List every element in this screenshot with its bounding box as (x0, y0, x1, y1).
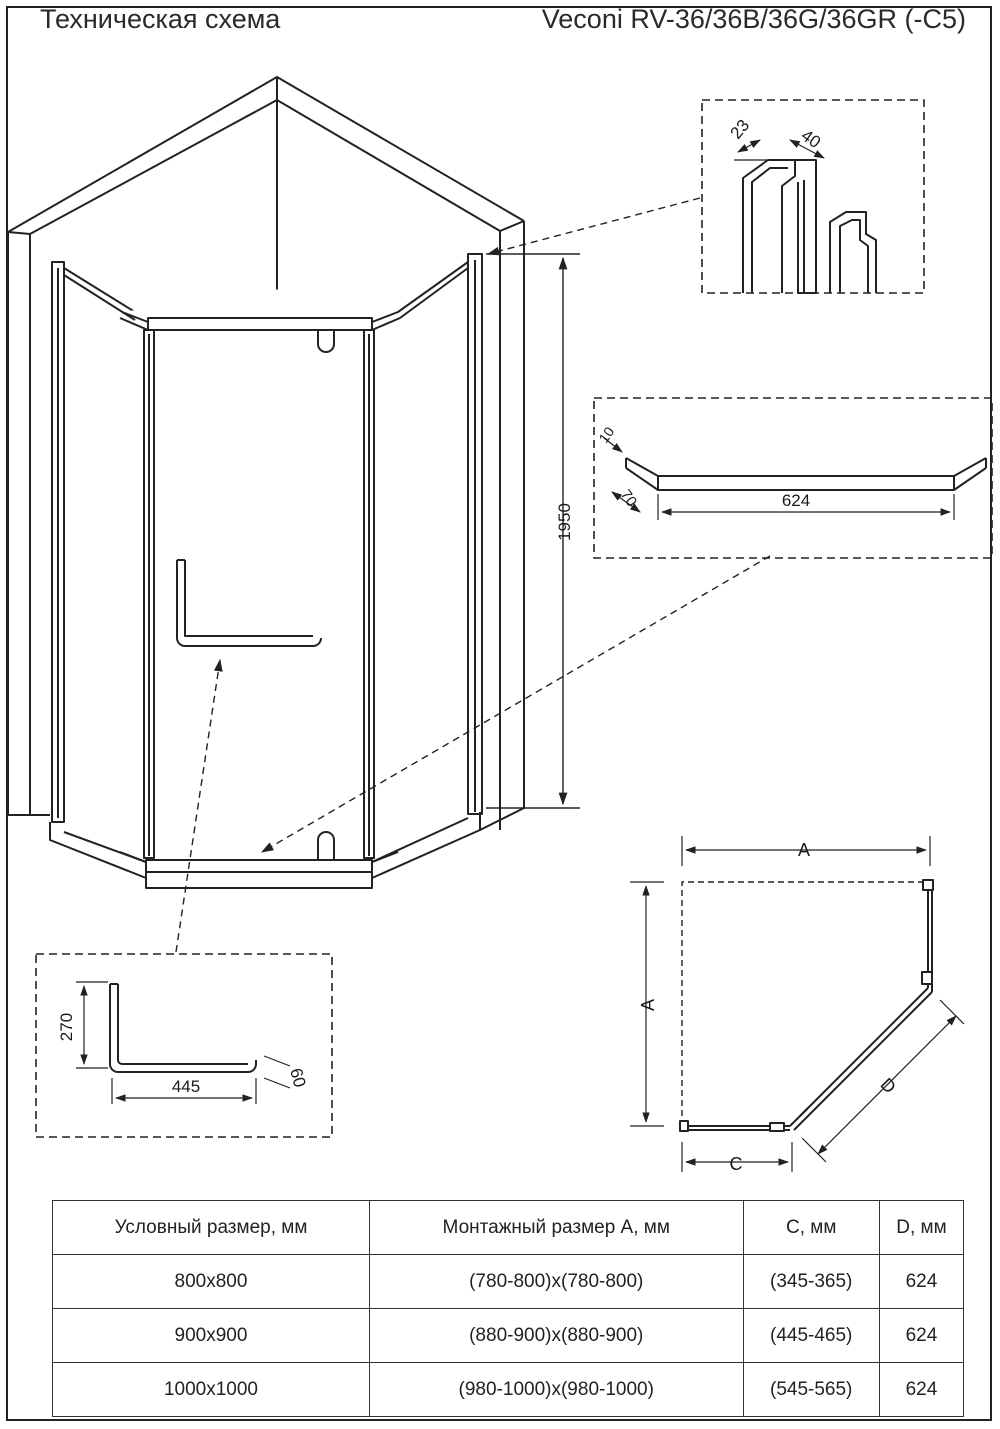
plan-c-label: C (730, 1154, 743, 1174)
rail-70-label: 70 (617, 487, 640, 510)
table-header: C, мм (742, 1200, 880, 1255)
shower-enclosure (49, 253, 483, 889)
table-cell: 1000x1000 (52, 1362, 370, 1417)
table-header: D, мм (878, 1200, 965, 1255)
table-cell: 624 (878, 1362, 965, 1417)
table-header: Условный размер, мм (52, 1200, 370, 1255)
wall-corner (7, 76, 525, 831)
sizes-table: Условный размер, мм Монтажный размер A, … (52, 1200, 965, 1417)
table-cell: (345-365) (742, 1254, 880, 1309)
table-header-row: Условный размер, мм Монтажный размер A, … (52, 1200, 965, 1255)
plan-a-top-label: A (798, 840, 810, 860)
table-cell: (880-900)x(880-900) (368, 1308, 744, 1363)
table-cell: (980-1000)x(980-1000) (368, 1362, 744, 1417)
table-row: 1000x1000 (980-1000)x(980-1000) (545-565… (52, 1362, 965, 1417)
table-cell: 900x900 (52, 1308, 370, 1363)
table-cell: 800x800 (52, 1254, 370, 1309)
table-cell: (545-565) (742, 1362, 880, 1417)
table-row: 800x800 (780-800)x(780-800) (345-365) 62… (52, 1254, 965, 1309)
plan-a-left-label: A (638, 999, 658, 1011)
handle-445-label: 445 (172, 1077, 200, 1096)
table-header: Монтажный размер A, мм (368, 1200, 744, 1255)
model-title: Veconi RV-36/36B/36G/36GR (-C5) (541, 4, 966, 34)
handle-60-label: 60 (286, 1066, 309, 1089)
height-dimension (486, 253, 580, 809)
rail-624-label: 624 (782, 491, 810, 510)
handle-detail (35, 953, 333, 1138)
table-row: 900x900 (880-900)x(880-900) (445-465) 62… (52, 1308, 965, 1363)
rail-10-label: 10 (595, 424, 617, 446)
top-rail-detail (593, 397, 993, 559)
table-cell: 624 (878, 1254, 965, 1309)
page-title: Техническая схема (40, 4, 281, 34)
table-cell: (780-800)x(780-800) (368, 1254, 744, 1309)
handle-270-label: 270 (57, 1013, 76, 1041)
plan-view (630, 836, 965, 1172)
table-cell: 624 (878, 1308, 965, 1363)
profile-23-label: 23 (727, 116, 754, 143)
height-label: 1950 (555, 503, 574, 541)
profile-40-label: 40 (798, 126, 824, 152)
profile-detail (701, 99, 925, 294)
plan-d-label: D (877, 1074, 900, 1097)
leader-lines (175, 197, 771, 953)
table-cell: (445-465) (742, 1308, 880, 1363)
